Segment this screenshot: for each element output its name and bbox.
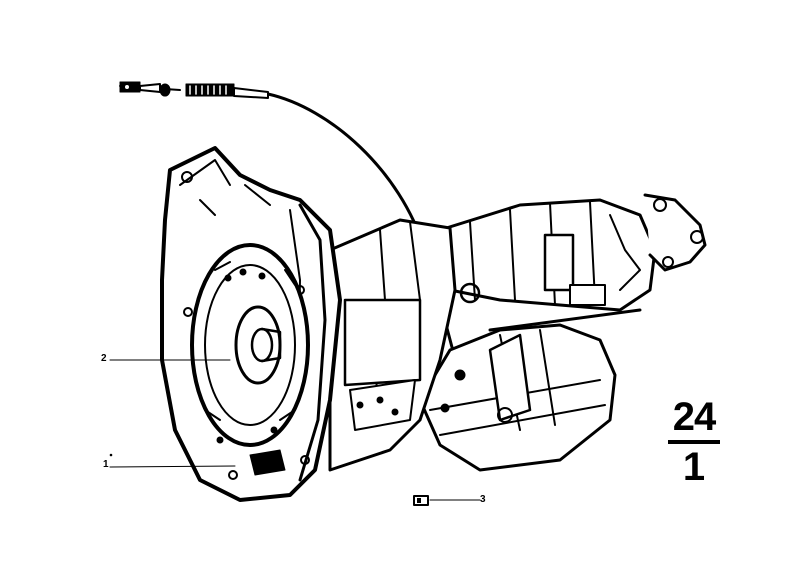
sheet-sub-number: 1 — [682, 445, 706, 489]
oil-pan — [418, 233, 642, 472]
sheet-divider — [668, 440, 720, 444]
sheet-number: 24 1 — [668, 396, 720, 488]
sheet-group-number: 24 — [672, 395, 717, 439]
gearbox-body — [328, 218, 457, 472]
torque-converter — [190, 243, 310, 447]
callout-part-2: 2 — [101, 353, 107, 364]
part-3-clip — [413, 495, 429, 506]
leader-lines — [109, 359, 481, 501]
callout-part-1: 1 — [103, 459, 109, 470]
callout-part-3: 3 — [480, 494, 486, 505]
